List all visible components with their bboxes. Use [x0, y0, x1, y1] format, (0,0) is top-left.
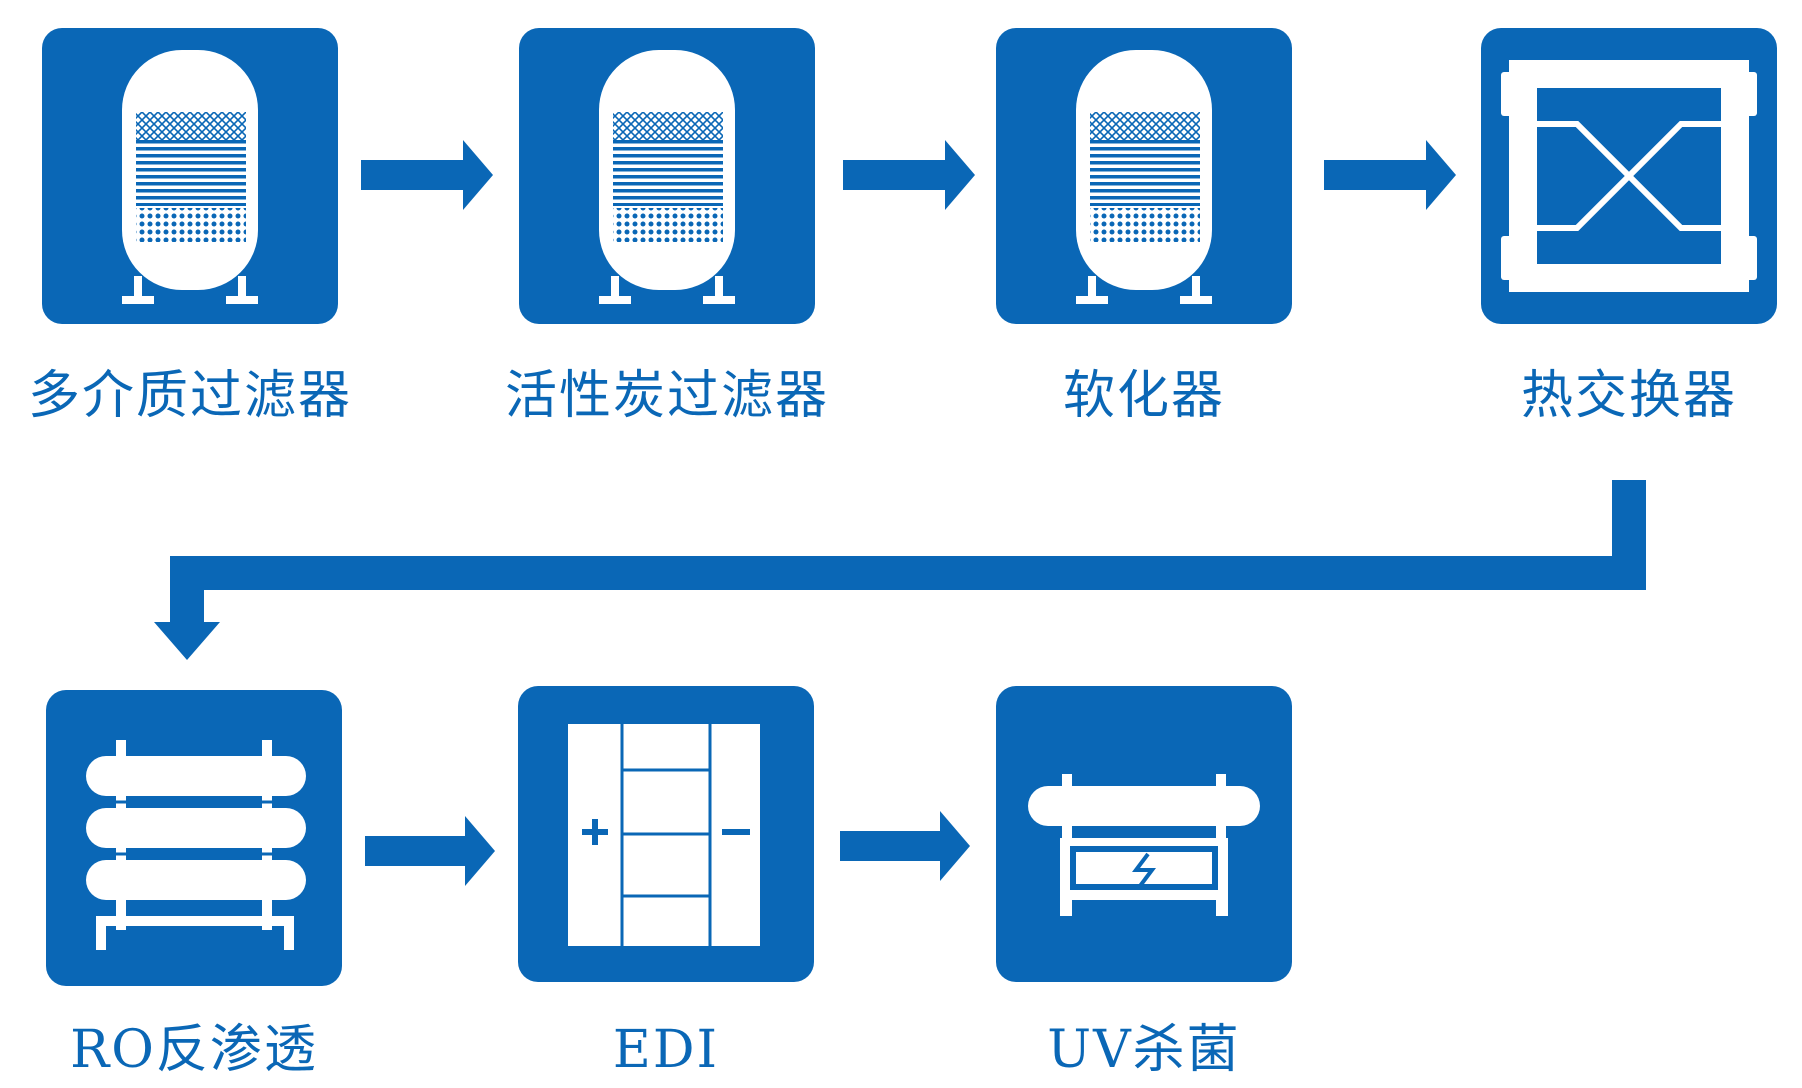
heat-exchanger-icon — [1501, 60, 1757, 292]
step-tile-heat-exchanger — [1481, 28, 1777, 324]
ro-membrane-icon — [86, 740, 306, 950]
step-label-multimedia-filter: 多介质过滤器 — [27, 366, 352, 426]
step-tile-multimedia-filter — [42, 28, 338, 324]
step-tile-reverse-osmosis — [46, 690, 342, 986]
arrow-5-to-6 — [365, 816, 495, 886]
step-tile-activated-carbon-filter — [519, 28, 815, 324]
arrow-3-to-4 — [1324, 140, 1456, 210]
step-tile-softener — [996, 28, 1292, 324]
filter-tank-icon — [1076, 50, 1212, 304]
step-tile-uv-sterilization — [996, 686, 1292, 982]
arrow-2-to-3 — [843, 140, 975, 210]
step-label-reverse-osmosis: RO反渗透 — [70, 1020, 318, 1080]
step-label-edi: EDI — [612, 1020, 720, 1080]
step-label-uv-sterilization: UV杀菌 — [1047, 1020, 1241, 1080]
step-tile-edi — [518, 686, 814, 982]
arrow-4-to-5-elbow — [154, 480, 1646, 660]
arrow-1-to-2 — [361, 140, 493, 210]
filter-tank-icon — [122, 50, 258, 304]
step-label-softener: 软化器 — [1062, 366, 1225, 426]
uv-sterilizer-icon — [1028, 774, 1260, 916]
step-label-heat-exchanger: 热交换器 — [1520, 366, 1737, 426]
edi-module-icon — [568, 724, 760, 946]
filter-tank-icon — [599, 50, 735, 304]
arrow-6-to-7 — [840, 811, 970, 881]
step-label-activated-carbon-filter: 活性炭过滤器 — [504, 366, 829, 426]
